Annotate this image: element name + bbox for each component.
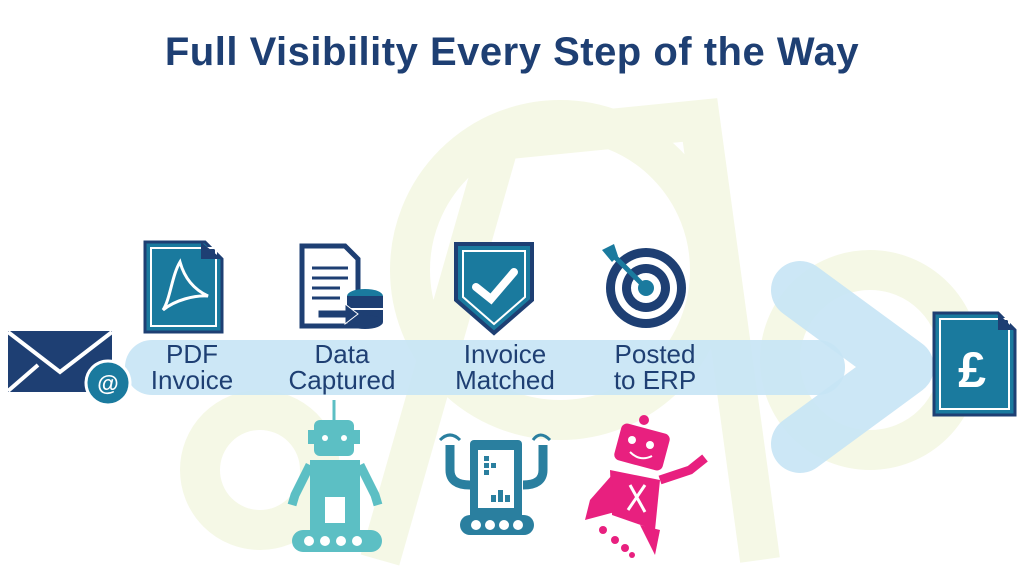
step-label-line1: PDF <box>166 339 218 369</box>
teal-robot-icon <box>287 400 383 552</box>
pink-flying-robot-icon <box>585 415 708 558</box>
step-label-line1: Invoice <box>463 339 547 369</box>
tablet-robot-icon <box>438 433 552 535</box>
email-at-icon: @ <box>6 330 132 407</box>
document-database-icon <box>299 243 383 329</box>
target-arrow-icon <box>602 244 686 328</box>
pound-document-icon: £ <box>932 311 1017 417</box>
step-label-line2: to ERP <box>613 365 697 395</box>
step-label-line2: Matched <box>455 365 555 395</box>
svg-text:@: @ <box>97 371 118 396</box>
step-pdf-invoice-label: PDF Invoice <box>107 341 277 393</box>
pdf-document-icon <box>143 240 224 334</box>
step-label-line1: Data <box>314 339 370 369</box>
step-data-captured-label: Data Captured <box>257 341 427 393</box>
step-posted-erp-label: Posted to ERP <box>570 341 740 393</box>
step-label-line2: Captured <box>288 365 396 395</box>
step-label-line1: Posted <box>614 339 696 369</box>
step-label-line2: Invoice <box>150 365 234 395</box>
svg-text:£: £ <box>958 342 986 398</box>
shield-check-icon <box>454 242 534 336</box>
page-title: Full Visibility Every Step of the Way <box>164 30 860 74</box>
step-invoice-matched-label: Invoice Matched <box>420 341 590 393</box>
